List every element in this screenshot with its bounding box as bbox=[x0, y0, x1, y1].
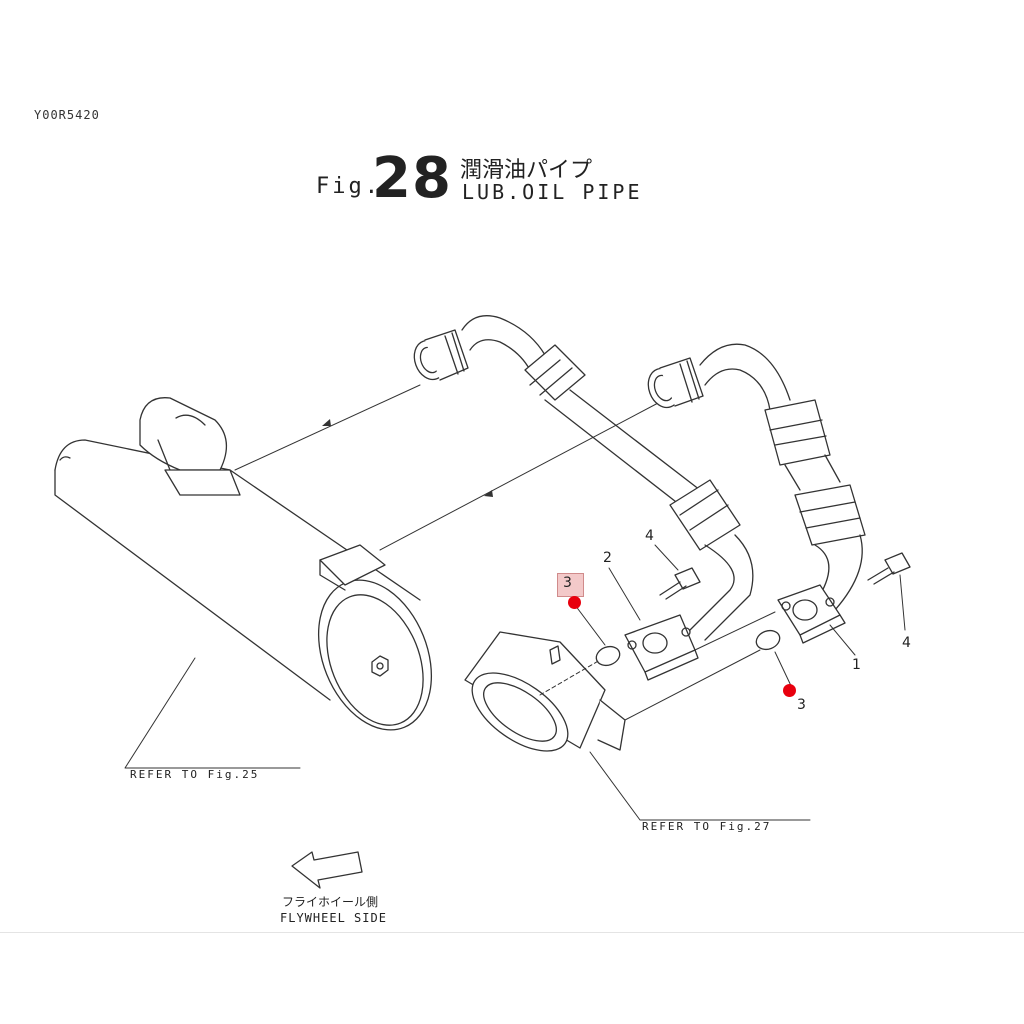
o-ring-3-left bbox=[595, 645, 621, 667]
page-divider bbox=[0, 932, 1024, 933]
hotspot-dot-3-left[interactable] bbox=[568, 596, 581, 609]
callout-highlight-box bbox=[557, 573, 584, 597]
oil-cooler bbox=[54, 397, 433, 731]
flange-2 bbox=[624, 614, 699, 681]
figure-title-en: LUB.OIL PIPE bbox=[462, 180, 643, 204]
filter-housing bbox=[464, 631, 626, 752]
callout-2[interactable]: 2 bbox=[603, 550, 612, 566]
bolt-4-left bbox=[659, 567, 701, 600]
callout-4-left[interactable]: 4 bbox=[645, 528, 654, 544]
o-ring-3-right bbox=[755, 629, 781, 651]
drawing-code: Y00R5420 bbox=[34, 108, 100, 122]
callout-4-right[interactable]: 4 bbox=[902, 635, 911, 651]
refer-fig27-label[interactable]: REFER TO Fig.27 bbox=[642, 820, 772, 833]
pipe-2 bbox=[413, 315, 754, 641]
figure-prefix: Fig. bbox=[316, 174, 381, 199]
flywheel-label-en: FLYWHEEL SIDE bbox=[280, 911, 387, 925]
callout-1[interactable]: 1 bbox=[852, 657, 861, 673]
figure-number: 28 bbox=[372, 146, 452, 211]
flywheel-label-jp: フライホイール側 bbox=[282, 895, 379, 909]
bolt-4-right bbox=[867, 552, 911, 585]
refer-fig25-label[interactable]: REFER TO Fig.25 bbox=[130, 768, 260, 781]
figure-title-jp: 潤滑油パイプ bbox=[460, 158, 593, 183]
callout-3-right[interactable]: 3 bbox=[797, 697, 806, 713]
hotspot-dot-3-right[interactable] bbox=[783, 684, 796, 697]
pipe-1 bbox=[647, 343, 866, 611]
flange-1 bbox=[777, 584, 846, 644]
flywheel-arrow-icon bbox=[291, 851, 363, 889]
callout-3-left[interactable]: 3 bbox=[563, 575, 572, 591]
